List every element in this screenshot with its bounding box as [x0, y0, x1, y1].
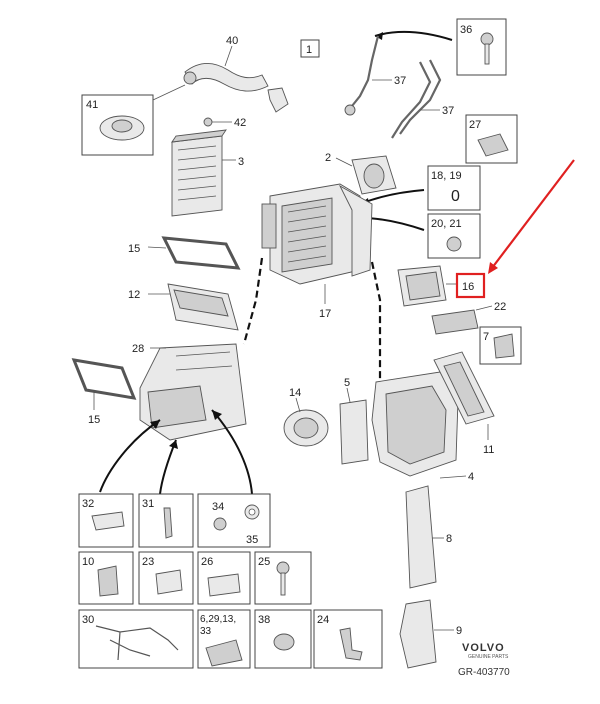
- highlight-arrowhead-16: [488, 262, 498, 274]
- part-32-clip: [91, 511, 125, 531]
- callout-box-34-35: [197, 493, 271, 548]
- callout-40: 40: [226, 35, 238, 47]
- part-30-harness: [95, 625, 179, 661]
- part-36-screw: [480, 32, 494, 65]
- callout-14: 14: [289, 387, 301, 399]
- callout-28: 28: [132, 343, 144, 355]
- callout-34: 34: [212, 501, 224, 513]
- brand-sub: GENUINE PARTS: [468, 654, 509, 660]
- callout-32: 32: [82, 498, 94, 510]
- callout-22: 22: [494, 301, 506, 313]
- callout-27: 27: [469, 119, 481, 131]
- callout-8: 8: [446, 533, 452, 545]
- callout-16: 16: [462, 281, 474, 293]
- assembly-arrow-31: [159, 439, 177, 495]
- part-3-heater-core: [171, 129, 227, 217]
- assembly-dash-right: [370, 261, 382, 380]
- part-14-blower: [283, 409, 329, 447]
- callout-box-1: [300, 39, 320, 58]
- part-31-pin: [163, 507, 173, 539]
- callout-9: 9: [456, 625, 462, 637]
- brand-logo: VOLVO: [462, 642, 505, 654]
- part-8-duct: [405, 485, 437, 589]
- callout-2: 2: [325, 152, 331, 164]
- part-41-flange: [99, 115, 145, 141]
- callout-30: 30: [82, 614, 94, 626]
- callout-42: 42: [234, 117, 246, 129]
- part-6-motor: [205, 639, 243, 667]
- part-42-seal: [203, 117, 213, 127]
- part-37-pipes: [344, 35, 442, 139]
- callout-6-29-13: 6,29,13,: [200, 614, 236, 625]
- callout-box-18-19: [427, 165, 481, 211]
- part-10-clip: [97, 565, 119, 597]
- callout-17: 17: [319, 308, 331, 320]
- highlight-box-16: [455, 272, 486, 299]
- callout-box-36: [456, 18, 507, 76]
- part-4-right-housing: [371, 371, 459, 477]
- part-11-filter-cover: [433, 351, 495, 425]
- part-9-flap: [399, 599, 437, 669]
- callout-0: 0: [451, 188, 460, 205]
- assembly-dash-left: [242, 257, 264, 345]
- part-20-21-nut: [446, 236, 462, 252]
- callout-11: 11: [483, 444, 494, 456]
- part-23-clip: [155, 569, 183, 595]
- callout-35: 35: [246, 534, 258, 546]
- part-15-gasket-lower: [71, 358, 137, 400]
- callout-20-21: 20, 21: [431, 218, 462, 230]
- callout-12: 12: [128, 289, 140, 301]
- part-38-grommet: [273, 633, 295, 651]
- part-26-clip: [207, 573, 241, 597]
- callout-7: 7: [483, 331, 489, 343]
- callout-3: 3: [238, 156, 244, 168]
- part-34-bolt: [213, 517, 227, 531]
- callout-23: 23: [142, 556, 154, 568]
- callout-10: 10: [82, 556, 94, 568]
- part-15-gasket-upper: [161, 236, 241, 270]
- assembly-arrow-32: [99, 419, 161, 493]
- callout-33: 33: [200, 626, 212, 637]
- highlight-arrow-16: [491, 159, 575, 269]
- callout-37b: 37: [442, 105, 454, 117]
- part-40-hose: [183, 45, 289, 113]
- callout-18-19: 18, 19: [431, 170, 462, 182]
- callout-31: 31: [142, 498, 154, 510]
- part-5-bracket: [339, 399, 369, 465]
- callout-36: 36: [460, 24, 472, 36]
- callout-24: 24: [317, 614, 329, 626]
- callout-15b: 15: [88, 414, 100, 426]
- part-25-screw: [276, 561, 290, 596]
- callout-41: 41: [86, 99, 98, 111]
- part-27-clip: [477, 133, 509, 157]
- part-12-bracket: [167, 283, 239, 331]
- part-16-actuator: [397, 265, 447, 307]
- callout-box-30: [78, 609, 194, 669]
- diagram-code: GR-403770: [458, 667, 510, 678]
- callout-25: 25: [258, 556, 270, 568]
- callout-26: 26: [201, 556, 213, 568]
- callout-15a: 15: [128, 243, 140, 255]
- callout-1: 1: [306, 44, 312, 56]
- part-2-seal-frame: [351, 155, 397, 195]
- part-7-clip: [493, 333, 515, 359]
- assembly-arrow-34: [211, 409, 253, 495]
- part-24-sensor: [339, 627, 363, 661]
- callout-5: 5: [344, 377, 350, 389]
- callout-38: 38: [258, 614, 270, 626]
- callout-4: 4: [468, 471, 474, 483]
- part-17-housing: [261, 183, 373, 285]
- callout-37a: 37: [394, 75, 406, 87]
- part-22-sensor: [431, 309, 479, 335]
